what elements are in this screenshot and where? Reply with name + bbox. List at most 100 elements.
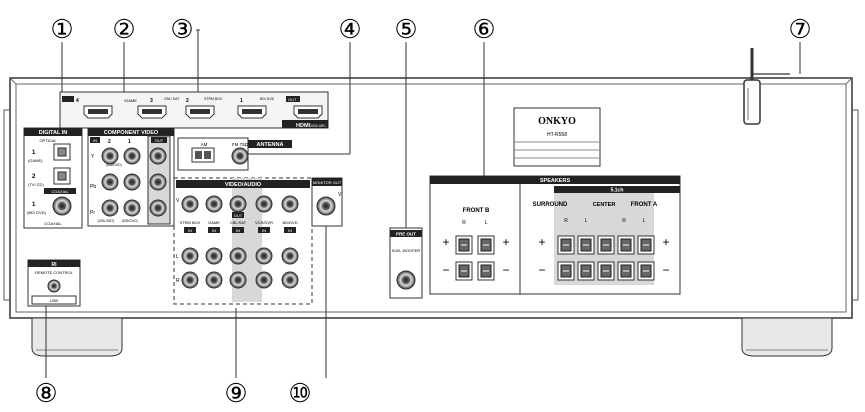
- component-jack[interactable]: [101, 173, 119, 191]
- hdmi-arc-label: 2000 ARC: [310, 124, 326, 128]
- component-jack[interactable]: [101, 147, 119, 165]
- front-b-plus-left: +: [442, 235, 449, 249]
- component-jack[interactable]: [101, 199, 119, 217]
- av-jack[interactable]: [255, 195, 273, 213]
- hdmi-out-label: OUT: [288, 97, 297, 102]
- monitor-out-jack[interactable]: [316, 196, 336, 216]
- component-y-label: Y: [91, 154, 95, 160]
- speaker-terminal[interactable]: [597, 235, 615, 255]
- speaker-terminal[interactable]: [617, 235, 635, 255]
- hdmi-out-port[interactable]: [293, 105, 323, 119]
- component-jack[interactable]: [149, 199, 167, 217]
- av-jack[interactable]: [205, 195, 223, 213]
- fm-jack[interactable]: [231, 147, 249, 165]
- speaker-terminal[interactable]: [557, 235, 575, 255]
- component-sub1: (BD/DVD): [106, 163, 122, 167]
- va-in-badge: IN: [262, 228, 266, 233]
- component-pb-label: Pb: [90, 184, 96, 190]
- component-jack[interactable]: [123, 173, 141, 191]
- front-b-minus-left: −: [442, 263, 449, 277]
- component-jack[interactable]: [149, 173, 167, 191]
- component-jack[interactable]: [123, 147, 141, 165]
- speaker-terminal[interactable]: [577, 261, 595, 281]
- hdmi-section: HDMI 2000 ARC 4 /GAME 3 CBL/ SAT 2 STRM …: [59, 91, 329, 129]
- hdmi-3-name: CBL/ SAT: [164, 97, 180, 101]
- component-in1-number: 1: [128, 139, 131, 145]
- video-audio-section: VIDEO/AUDIO V L R STRM BOXINGAMEINCBL/SA…: [173, 177, 343, 305]
- hdmi-2-name: STRM BOX: [204, 97, 223, 101]
- component-pr-label: Pr: [90, 210, 95, 216]
- digital-in-section: DIGITAL IN OPTICAL 1 (GAME) 2 (TV/ CD) C…: [23, 127, 83, 229]
- component-jack[interactable]: [149, 147, 167, 165]
- hdmi-4-port[interactable]: [83, 105, 113, 119]
- antenna-label: ANTENNA: [257, 142, 284, 148]
- ri-jack[interactable]: [47, 279, 61, 293]
- speaker-terminal[interactable]: [577, 235, 595, 255]
- av-jack[interactable]: [181, 247, 199, 265]
- speaker-terminal[interactable]: [455, 261, 473, 281]
- pre-out-section: PRE OUT SUB- WOOFER: [389, 227, 423, 299]
- component-video-section: COMPONENT VIDEO IN 2 1 OUT Y Pb Pr (BD/D…: [87, 127, 175, 227]
- model-number: HT-R558: [547, 132, 567, 138]
- five-ch-label: 5.1ch: [611, 188, 624, 194]
- component-in-label: IN: [93, 138, 97, 143]
- coaxial-number: 1: [32, 202, 36, 208]
- speaker-terminal[interactable]: [477, 235, 495, 255]
- av-jack[interactable]: [229, 271, 247, 289]
- va-input-label: GAME: [208, 220, 220, 225]
- speaker-terminal[interactable]: [557, 261, 575, 281]
- front-a-l-label: L: [643, 218, 646, 224]
- speaker-terminal[interactable]: [617, 261, 635, 281]
- power-cord: [743, 48, 790, 125]
- va-in-badge: IN: [288, 228, 292, 233]
- component-video-title: COMPONENT VIDEO: [104, 130, 159, 136]
- av-jack[interactable]: [205, 247, 223, 265]
- av-jack[interactable]: [205, 271, 223, 289]
- hdmi-3-port[interactable]: [137, 105, 167, 119]
- av-jack[interactable]: [181, 271, 199, 289]
- main-plus-right: +: [662, 235, 669, 249]
- brand-plate: ONKYO HT-R558: [513, 107, 601, 167]
- coaxial-name: (BD/ DVD): [27, 210, 47, 215]
- hdmi-2-port[interactable]: [185, 105, 215, 119]
- callout-4: ④: [244, 15, 362, 155]
- callout-9: ⑨: [224, 308, 248, 409]
- front-b-minus-right: −: [502, 263, 509, 277]
- component-jack[interactable]: [123, 199, 141, 217]
- av-jack[interactable]: [255, 247, 273, 265]
- speaker-terminal[interactable]: [597, 261, 615, 281]
- va-r-label: R: [176, 278, 180, 284]
- svg-text:⑦: ⑦: [788, 15, 811, 45]
- optical-label: OPTICAL: [39, 138, 57, 143]
- front-b-plus-right: +: [502, 235, 509, 249]
- coaxial-foot-label: COAXIAL: [44, 221, 62, 226]
- component-sub3: (BD/DVD): [122, 219, 138, 223]
- monitor-v-label: V: [338, 192, 342, 198]
- hdmi-1-port[interactable]: [237, 105, 267, 119]
- coaxial-jack[interactable]: [52, 196, 72, 216]
- pre-out-title: PRE OUT: [396, 232, 416, 237]
- monitor-out-label: MONITOR OUT: [313, 180, 342, 185]
- svg-text:③: ③: [170, 15, 193, 45]
- hdmi-1-number: 1: [240, 98, 243, 104]
- hdmi-3-number: 3: [150, 98, 153, 104]
- speaker-terminal[interactable]: [637, 235, 655, 255]
- av-jack[interactable]: [281, 271, 299, 289]
- av-jack[interactable]: [255, 271, 273, 289]
- speaker-terminal[interactable]: [477, 261, 495, 281]
- av-jack[interactable]: [229, 195, 247, 213]
- brand-name: ONKYO: [538, 116, 576, 127]
- speaker-terminal[interactable]: [637, 261, 655, 281]
- va-v-label: V: [176, 198, 180, 204]
- av-jack[interactable]: [181, 195, 199, 213]
- speaker-terminal[interactable]: [455, 235, 473, 255]
- av-jack[interactable]: [229, 247, 247, 265]
- av-jack[interactable]: [281, 195, 299, 213]
- va-input-label: BD/DVD: [282, 220, 297, 225]
- svg-text:④: ④: [338, 15, 361, 45]
- optical-2-number: 2: [32, 174, 36, 180]
- subwoofer-jack[interactable]: [396, 270, 416, 290]
- av-jack[interactable]: [281, 247, 299, 265]
- callout-group: ① ② ③ ④ ⑤ ⑥ ⑦ ⑧: [34, 15, 811, 409]
